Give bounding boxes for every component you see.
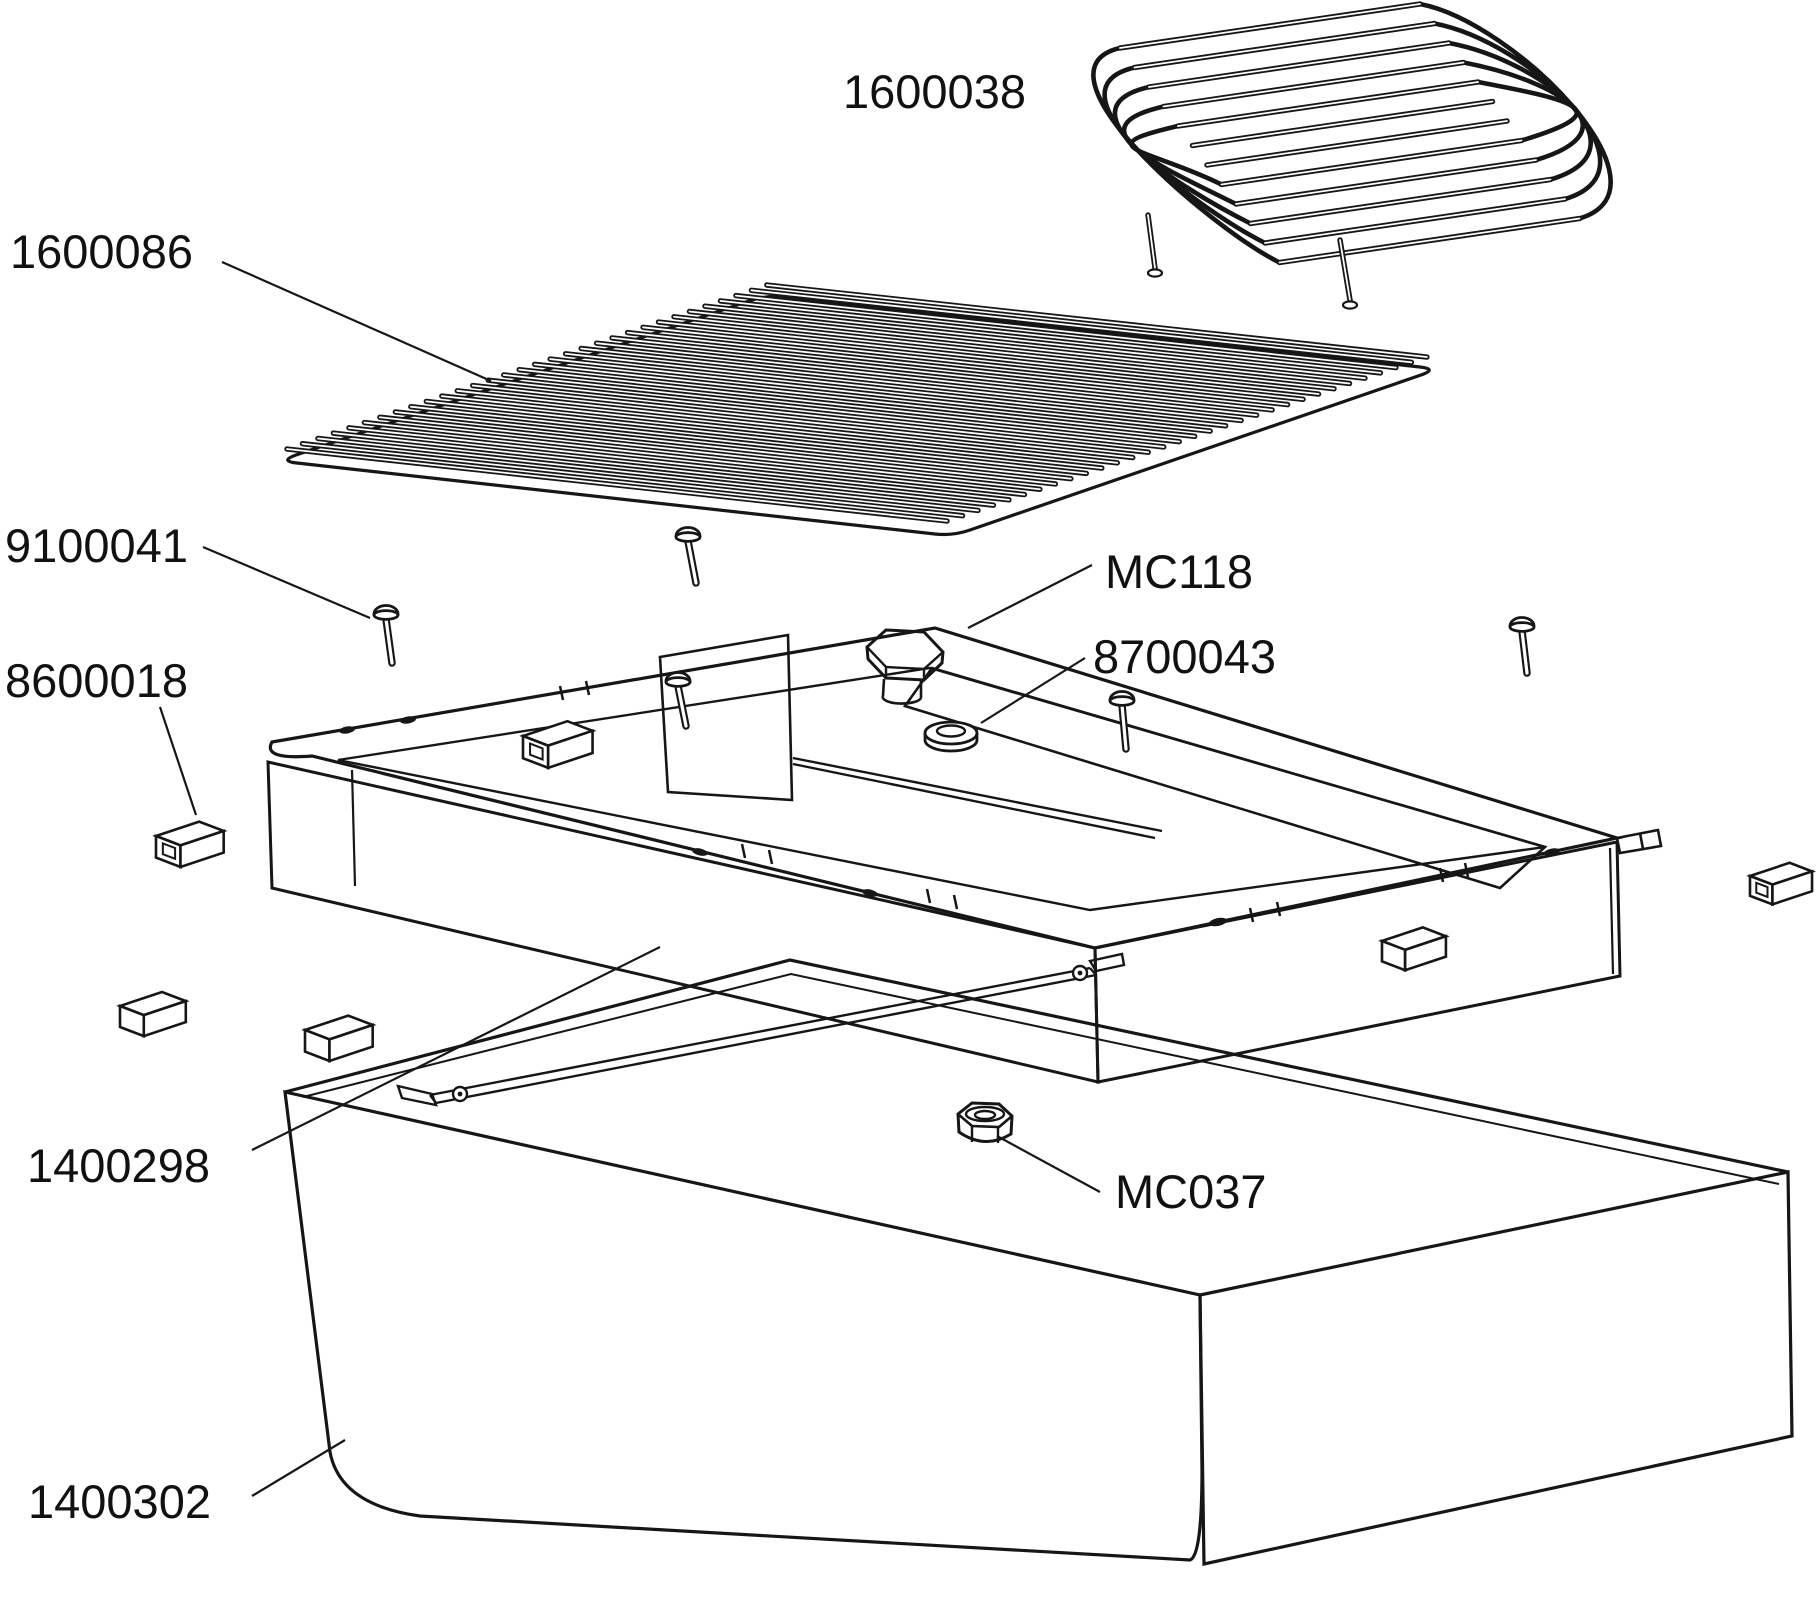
label-MC118: MC118 bbox=[1105, 545, 1253, 598]
grille-fins bbox=[284, 282, 1430, 524]
base-shell-drawing bbox=[283, 952, 1794, 1566]
leader-lines bbox=[158, 260, 1101, 1497]
coil-left-bend bbox=[1129, 123, 1223, 187]
screw-drawing bbox=[664, 671, 692, 730]
label-MC037: MC037 bbox=[1115, 1165, 1267, 1218]
screws bbox=[372, 526, 1536, 753]
coil-leg-foot bbox=[1146, 268, 1164, 278]
screw-drawing bbox=[674, 526, 702, 587]
spacer-block bbox=[116, 990, 190, 1038]
screw-drawing bbox=[1508, 616, 1536, 677]
label-8700043: 8700043 bbox=[1093, 630, 1276, 683]
screw-drawing bbox=[1108, 690, 1136, 753]
label-8600018: 8600018 bbox=[5, 654, 188, 707]
clip-spacers bbox=[116, 719, 1816, 1063]
base-right-face bbox=[1198, 1170, 1794, 1566]
tray-right-wall bbox=[1093, 840, 1622, 1084]
washer-drawing bbox=[923, 720, 979, 753]
coil-right-bend bbox=[1477, 79, 1580, 143]
screw-drawing bbox=[372, 604, 400, 667]
tray-rivet-holes bbox=[339, 716, 1560, 927]
label-1400302: 1400302 bbox=[28, 1475, 211, 1528]
clip-slot bbox=[161, 841, 177, 861]
tray-tab-marks bbox=[558, 680, 1470, 923]
base-front-face bbox=[283, 1089, 1204, 1562]
clip-slot bbox=[1755, 881, 1769, 899]
tray-inner-back-wall bbox=[902, 666, 1548, 890]
hex-nut-drawing bbox=[956, 1101, 1014, 1143]
label-1600038: 1600038 bbox=[843, 65, 1026, 118]
clip-sleeve bbox=[152, 820, 228, 869]
leader-MC037 bbox=[996, 1135, 1101, 1193]
leader-8600018 bbox=[158, 706, 198, 816]
leader-MC118 bbox=[967, 564, 1093, 629]
condenser-coil-drawing bbox=[1091, 1, 1613, 310]
spacer-block bbox=[1378, 926, 1450, 973]
base-top-rim bbox=[284, 958, 1789, 1174]
tray-front-wall bbox=[266, 760, 1100, 1084]
wire-grille-drawing bbox=[284, 282, 1431, 537]
grille-perimeter-wire bbox=[286, 294, 1431, 537]
leader-1400302 bbox=[251, 1439, 346, 1497]
base-bracket-rail bbox=[396, 952, 1126, 1107]
leader-9100041 bbox=[202, 545, 371, 620]
part-labels: 1600038 1600086 9100041 8600018 MC118 87… bbox=[5, 65, 1276, 1528]
tray-seam-lines bbox=[350, 769, 1615, 975]
clip-slot bbox=[529, 742, 544, 761]
tray-flange-outer bbox=[268, 626, 1624, 950]
tray-back-left-wall bbox=[658, 633, 794, 802]
label-9100041: 9100041 bbox=[5, 519, 188, 572]
spacer-block bbox=[301, 1014, 377, 1063]
leader-8700043 bbox=[980, 657, 1086, 724]
tray-flange-inner bbox=[337, 666, 1546, 912]
leader-1600086 bbox=[221, 260, 492, 383]
tray-partition-edge bbox=[792, 756, 1163, 840]
base-inner-rim bbox=[302, 972, 1780, 1185]
hex-cap-plug-drawing bbox=[865, 628, 945, 705]
leader-1400298 bbox=[251, 946, 661, 1151]
tray-flange-end-tab bbox=[1615, 828, 1663, 855]
clip-sleeve bbox=[519, 719, 597, 770]
label-1600086: 1600086 bbox=[10, 225, 193, 278]
tray-frame-drawing bbox=[266, 626, 1663, 1084]
coil-leg-foot bbox=[1341, 300, 1359, 310]
label-1400298: 1400298 bbox=[27, 1139, 210, 1192]
clip-sleeve bbox=[1746, 861, 1816, 907]
